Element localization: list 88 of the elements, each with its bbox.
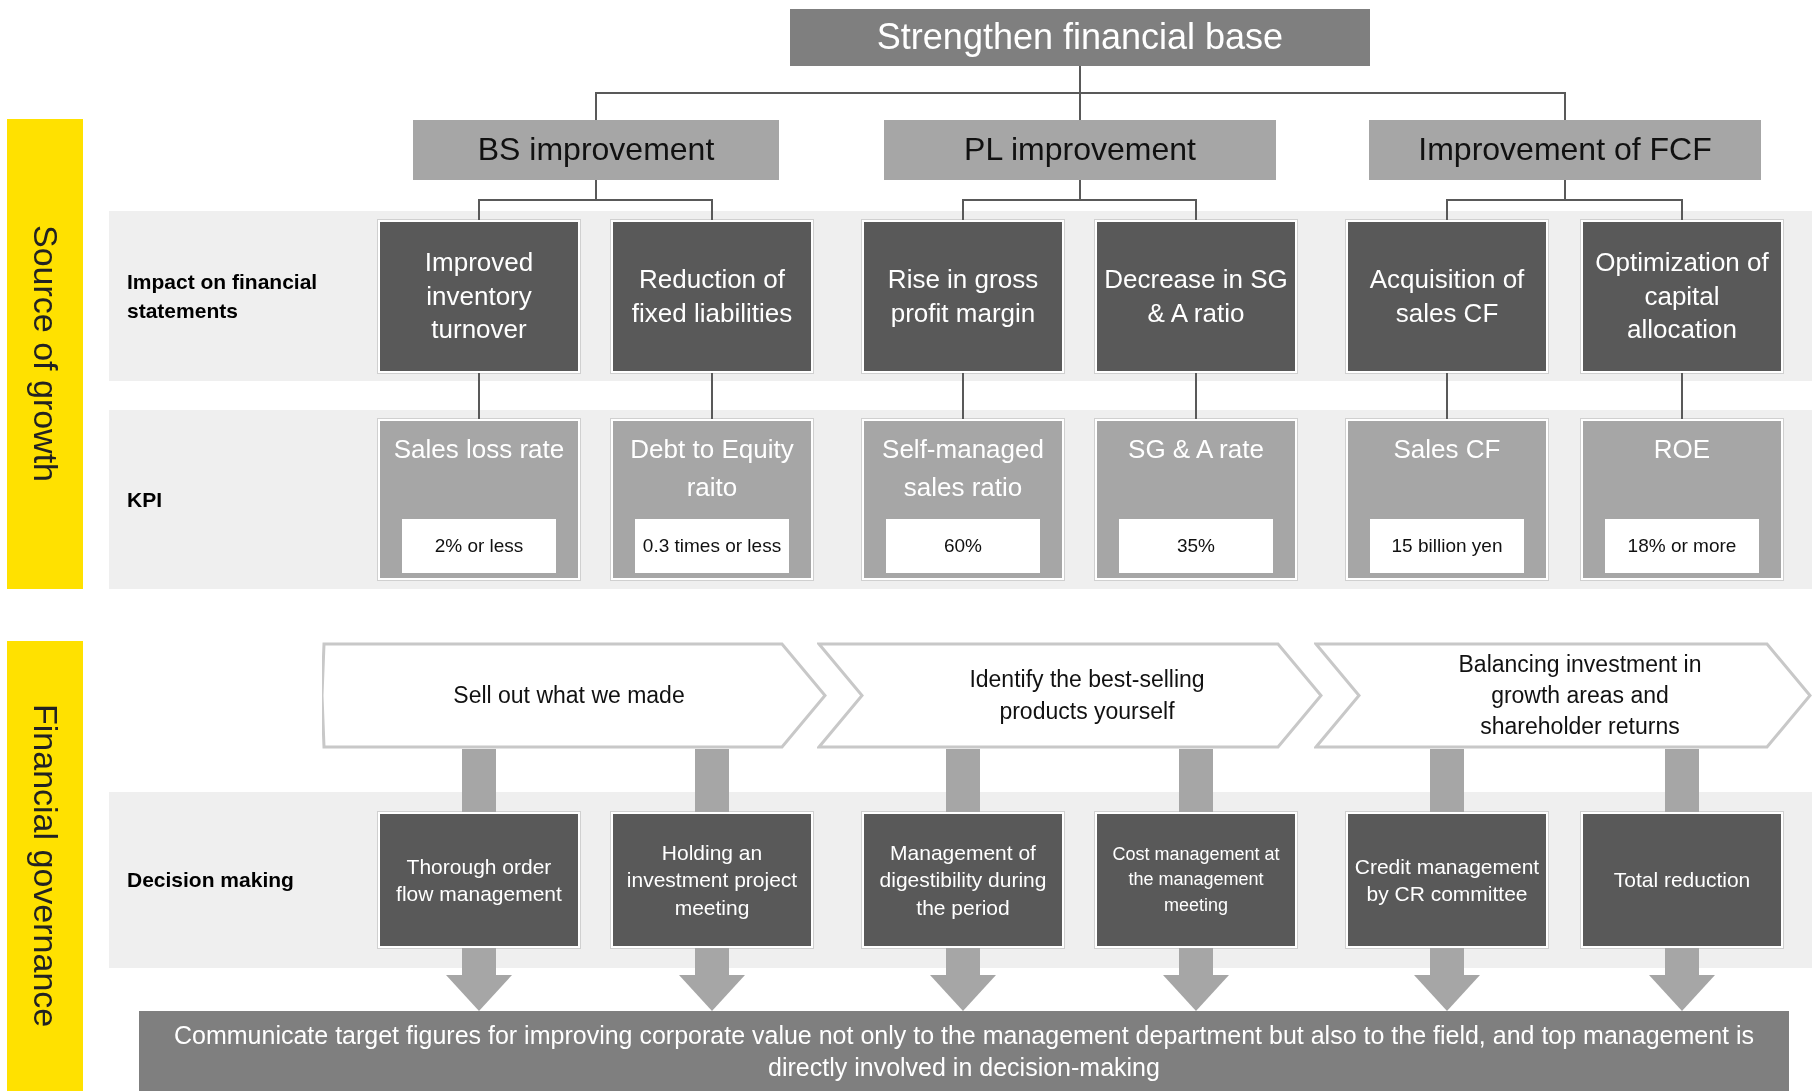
box-label: Credit management by CR committee — [1354, 853, 1540, 907]
box-label: Reduction of fixed liabilities — [630, 262, 794, 330]
connector-line — [1079, 179, 1197, 221]
box-label: Decrease in SG & A ratio — [1103, 262, 1289, 330]
kpi-box — [611, 419, 813, 580]
kpi-name: Sales loss rate — [392, 433, 566, 466]
section-bar — [7, 119, 83, 589]
process-box — [1095, 220, 1297, 373]
connector-line — [1446, 372, 1448, 420]
connector-line — [1195, 372, 1197, 420]
block-connector — [946, 749, 980, 812]
process-box — [1346, 812, 1548, 948]
category-box — [884, 120, 1276, 180]
process-box — [1581, 812, 1783, 948]
section-title: Source of growth — [25, 225, 65, 483]
process-box — [1346, 220, 1548, 373]
connector-line — [478, 372, 480, 420]
row-band — [109, 792, 1812, 968]
kpi-box — [1095, 419, 1297, 580]
process-box — [378, 220, 580, 373]
process-box — [862, 220, 1064, 373]
target-value: 60% — [886, 519, 1040, 573]
category-box — [413, 120, 779, 180]
connector-line — [711, 372, 713, 420]
process-box — [1095, 812, 1297, 948]
banner-box — [139, 1011, 1789, 1091]
row-label: Decision making — [127, 867, 295, 894]
box-label: Acquisition of sales CF — [1368, 262, 1526, 330]
block-connector — [1430, 749, 1464, 812]
process-box — [378, 812, 580, 948]
row-band — [109, 211, 1812, 381]
box-label: Optimization of capital allocation — [1594, 245, 1770, 347]
section-bar — [7, 641, 83, 1091]
process-box — [611, 812, 813, 948]
target-value: 2% or less — [402, 519, 556, 573]
step-label: Identify the best-selling products yourself — [968, 665, 1206, 726]
heading-box — [790, 9, 1370, 66]
box-label: Holding an investment project meeting — [625, 840, 799, 921]
block-arrow — [1414, 948, 1480, 1011]
kpi-box — [1346, 419, 1548, 580]
kpi-name: Sales CF — [1392, 433, 1502, 466]
box-label: Thorough order flow management — [395, 853, 563, 907]
process-box — [862, 812, 1064, 948]
kpi-box — [1581, 419, 1783, 580]
box-label: Total reduction — [1613, 867, 1751, 894]
connector-line — [1681, 372, 1683, 420]
target-value: 0.3 times or less — [635, 519, 789, 573]
block-connector — [1665, 749, 1699, 812]
block-connector — [695, 749, 729, 812]
heading-text: PL improvement — [964, 130, 1196, 170]
kpi-name: Debt to Equity raito — [629, 433, 795, 504]
heading-text: BS improvement — [477, 130, 715, 170]
block-connector — [462, 749, 496, 812]
step-label: Sell out what we made — [453, 680, 685, 710]
block-arrow — [930, 948, 996, 1011]
process-box — [1581, 220, 1783, 373]
kpi-box — [378, 419, 580, 580]
kpi-name: SG & A rate — [1127, 433, 1265, 466]
row-label: KPI — [127, 486, 163, 513]
step-label: Balancing investment in growth areas and shareholder returns — [1457, 649, 1703, 741]
block-arrow — [1649, 948, 1715, 1011]
box-label: Rise in gross profit margin — [886, 262, 1040, 330]
chevron-shape — [1314, 642, 1812, 749]
process-box — [611, 220, 813, 373]
kpi-box — [862, 419, 1064, 580]
heading-text: Improvement of FCF — [1418, 130, 1712, 170]
banner-text: Communicate target figures for improving corporate value not only to the management department but also to the field, and top management is directly involved in decision-making — [172, 1019, 1756, 1083]
block-arrow — [1163, 948, 1229, 1011]
heading-text: Strengthen financial base — [876, 15, 1284, 60]
block-arrow — [679, 948, 745, 1011]
box-label: Management of digestibility during the period — [878, 840, 1048, 921]
target-value: 15 billion yen — [1370, 519, 1524, 573]
target-value: 35% — [1119, 519, 1273, 573]
box-label: Improved inventory turnover — [423, 245, 535, 347]
kpi-name: Self-managed sales ratio — [881, 433, 1045, 504]
chevron-shape — [322, 642, 827, 749]
kpi-name: ROE — [1652, 433, 1712, 466]
row-band — [109, 410, 1812, 589]
connector-line — [962, 372, 964, 420]
chevron-shape — [817, 642, 1323, 749]
target-value: 18% or more — [1605, 519, 1759, 573]
category-box — [1369, 120, 1761, 180]
block-arrow — [446, 948, 512, 1011]
section-title: Financial governance — [25, 704, 65, 1028]
box-label: Cost management at the management meeting — [1111, 843, 1281, 917]
block-connector — [1179, 749, 1213, 812]
row-label: Impact on financial statements — [127, 268, 319, 324]
connector-line — [595, 179, 713, 221]
